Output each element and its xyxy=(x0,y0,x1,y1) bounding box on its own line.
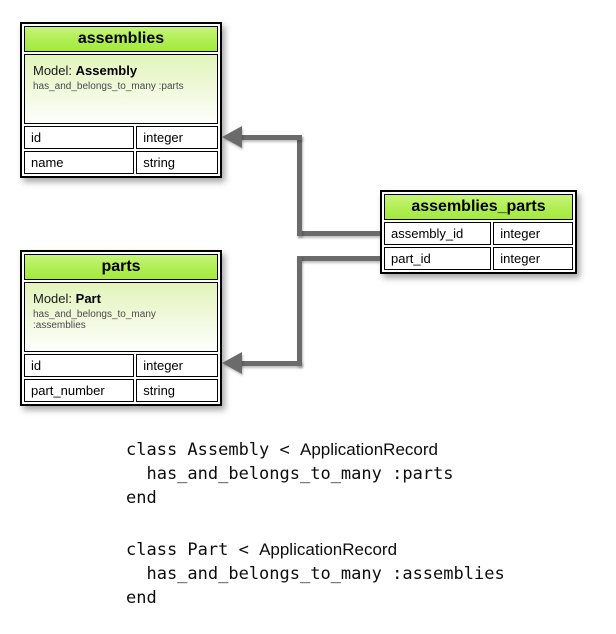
code-line: end xyxy=(126,588,157,608)
connector-parts-segment-from-join xyxy=(297,256,380,261)
column-name-cell: assembly_id xyxy=(384,222,492,245)
arrowhead-left-icon xyxy=(222,126,242,148)
column-type-cell: integer xyxy=(493,247,573,270)
table-row: name string xyxy=(24,151,218,174)
column-type-cell: string xyxy=(136,151,218,174)
code-superclass: ApplicationRecord xyxy=(300,440,438,459)
table-parts-title: parts xyxy=(24,254,218,280)
table-row: id integer xyxy=(24,126,218,149)
table-parts: parts Model: Part has_and_belongs_to_man… xyxy=(20,250,222,406)
code-snippet-assembly: class Assembly < ApplicationRecord has_a… xyxy=(126,438,454,510)
column-name-cell: name xyxy=(24,151,135,174)
connector-assemblies-segment-from-join xyxy=(297,231,380,236)
connector-parts-segment-vertical xyxy=(297,256,302,366)
code-line: has_and_belongs_to_many :assemblies xyxy=(126,564,505,584)
column-type-cell: integer xyxy=(493,222,573,245)
code-class-decl: class Part < xyxy=(126,540,260,560)
connector-assemblies-segment-vertical xyxy=(297,135,302,236)
column-type-cell: integer xyxy=(136,126,218,149)
table-assemblies-model-box: Model: Assembly has_and_belongs_to_many … xyxy=(24,54,218,124)
table-assemblies-parts-title: assemblies_parts xyxy=(384,194,573,220)
model-name: Part xyxy=(75,291,101,306)
table-assemblies: assemblies Model: Assembly has_and_belon… xyxy=(20,22,222,178)
code-line: class Assembly < ApplicationRecord xyxy=(126,438,454,462)
model-label: Model: xyxy=(33,291,73,306)
code-line: end xyxy=(126,488,157,508)
table-row: part_id integer xyxy=(384,247,573,270)
column-type-cell: string xyxy=(136,379,218,402)
association-text: has_and_belongs_to_many :parts xyxy=(33,81,184,92)
association-text: has_and_belongs_to_many :assemblies xyxy=(33,309,156,331)
code-line: has_and_belongs_to_many :parts xyxy=(126,464,454,484)
model-label: Model: xyxy=(33,63,73,78)
arrowhead-left-icon xyxy=(222,352,242,374)
table-assemblies-title: assemblies xyxy=(24,26,218,52)
connector-parts-segment-to-table xyxy=(240,361,302,366)
column-name-cell: id xyxy=(24,126,135,149)
code-line: class Part < ApplicationRecord xyxy=(126,538,505,562)
code-snippet-part: class Part < ApplicationRecord has_and_b… xyxy=(126,538,505,610)
connector-assemblies-segment-to-table xyxy=(240,135,302,140)
column-name-cell: part_number xyxy=(24,379,135,402)
code-superclass: ApplicationRecord xyxy=(259,540,398,559)
table-row: assembly_id integer xyxy=(384,222,573,245)
column-name-cell: id xyxy=(24,354,135,377)
table-row: part_number string xyxy=(24,379,218,402)
table-assemblies-parts: assemblies_parts assembly_id integer par… xyxy=(380,190,577,274)
code-class-decl: class Assembly < xyxy=(126,440,300,460)
model-line: Model: Assembly xyxy=(33,63,209,78)
column-name-cell: part_id xyxy=(384,247,492,270)
column-type-cell: integer xyxy=(136,354,218,377)
table-parts-model-box: Model: Part has_and_belongs_to_many :ass… xyxy=(24,282,218,352)
table-row: id integer xyxy=(24,354,218,377)
model-line: Model: Part xyxy=(33,291,209,306)
model-name: Assembly xyxy=(75,63,138,78)
